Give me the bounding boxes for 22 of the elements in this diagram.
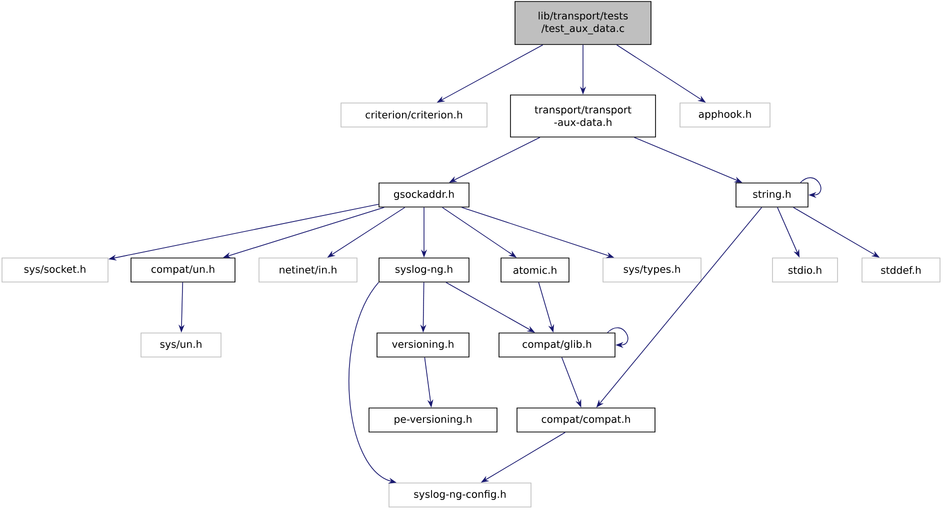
external-header-box: stddef.h [862, 258, 940, 282]
external-header-box: sys/types.h [602, 258, 702, 282]
header-box: syslog-ng.h [378, 258, 470, 282]
header-box: pe-versioning.h [368, 408, 498, 432]
header-box: transport/transport -aux-data.h [510, 94, 656, 138]
header-box: compat/un.h [130, 258, 236, 282]
arrow [607, 327, 628, 348]
header-box: atomic.h [500, 258, 570, 282]
external-header-box: criterion/criterion.h [340, 102, 488, 128]
file-box: lib/transport/tests /test_aux_data.c [514, 1, 652, 45]
header-box: gsockaddr.h [378, 182, 470, 208]
header-box: compat/glib.h [498, 332, 616, 358]
header-box: string.h [736, 182, 808, 208]
external-header-box: stdio.h [772, 258, 838, 282]
external-header-box: apphook.h [680, 102, 770, 128]
external-header-box: netinet/in.h [258, 258, 358, 282]
header-box: compat/compat.h [516, 408, 656, 432]
header-box: versioning.h [376, 332, 470, 358]
external-header-box: sys/socket.h [2, 258, 108, 282]
external-header-box: syslog-ng-config.h [388, 482, 532, 508]
arrow [800, 177, 822, 198]
external-header-box: sys/un.h [140, 332, 222, 358]
